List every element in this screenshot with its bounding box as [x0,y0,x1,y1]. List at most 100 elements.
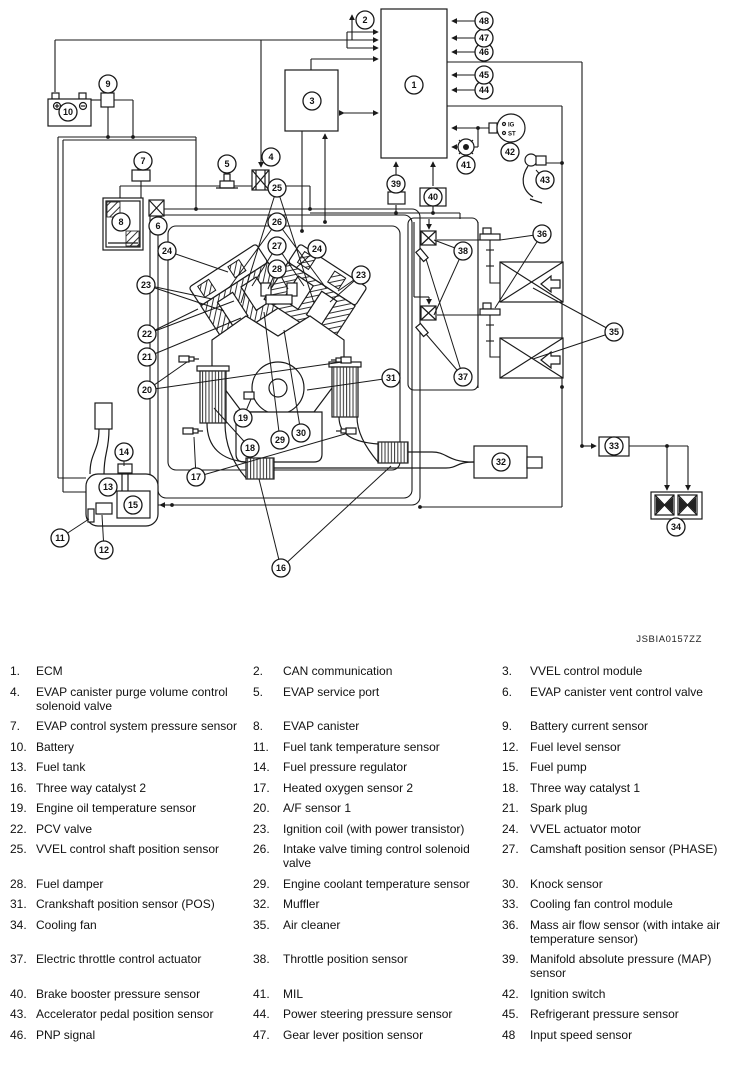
callout-24: 24 [157,241,177,261]
legend-item-number: 6. [502,684,513,699]
evap-purge-valve [251,169,270,191]
svg-text:36: 36 [537,229,547,239]
legend-item-label: Camshaft position sensor (PHASE) [530,842,718,856]
air-cleaner-1 [499,261,564,303]
svg-text:11: 11 [55,533,65,543]
engine-assembly [189,244,367,463]
legend-item-number: 12. [502,739,519,754]
callout-14: 14 [114,442,134,462]
legend-item-label: Ignition switch [530,986,606,1001]
legend-item-number: 38. [253,952,270,966]
heated-o2-sensor-2-left [182,427,203,435]
callout-21: 21 [137,347,157,367]
legend-item-label: Refrigerant pressure sensor [530,1007,679,1021]
svg-text:14: 14 [119,447,129,457]
legend-item-number: 2. [253,664,264,678]
legend-item-label: Fuel tank [36,760,86,774]
legend-item-label: Heated oxygen sensor 2 [283,780,414,795]
legend-item-number: 36. [502,917,519,932]
maf-sensor-2 [479,302,501,316]
throttle-actuator-1 [414,230,437,263]
legend-item-label: A/F sensor 1 [283,801,352,815]
svg-text:31: 31 [386,373,396,383]
legend-item-number: 4. [10,684,21,699]
legend-item-label: Mass air flow sensor (with intake air te… [530,917,721,946]
legend-item-label: Cooling fan [36,917,97,932]
svg-text:IG: IG [508,123,515,129]
callout-29: 29 [270,430,290,450]
fuel-pressure-regulator [117,463,133,491]
callout-47: 47 [474,28,494,48]
legend-item-number: 33. [502,897,519,911]
callout-30: 30 [291,423,311,443]
callout-layer: 1234567891011121314151617181920212223232… [50,10,686,578]
svg-text:24: 24 [312,244,322,254]
air-cleaner-2 [499,337,564,379]
svg-text:37: 37 [458,372,468,382]
svg-text:40: 40 [428,192,438,202]
legend-item-number: 29. [253,876,270,891]
legend-item-label: Fuel pump [530,760,587,774]
callout-4: 4 [261,147,281,167]
heated-o2-sensor-2-right [336,427,357,435]
svg-text:45: 45 [479,70,489,80]
svg-text:7: 7 [140,156,145,166]
legend-item-label: Power steering pressure sensor [283,1007,453,1021]
legend-item-number: 17. [253,780,270,795]
svg-text:23: 23 [141,280,151,290]
legend-item-number: 20. [253,801,270,815]
callout-27: 27 [267,236,287,256]
diagram-svg: IG ST [47,8,703,645]
legend-item-number: 10. [10,739,27,754]
callout-37: 37 [453,367,473,387]
exhaust-system [196,361,543,480]
legend-item-label: Engine oil temperature sensor [36,801,197,815]
svg-text:44: 44 [479,85,489,95]
callout-7: 7 [133,151,153,171]
legend-item-number: 8. [253,719,264,733]
figure-code: JSBIA0157ZZ [636,634,702,645]
callout-41: 41 [456,155,476,175]
legend-item-number: 48 [502,1027,516,1042]
svg-text:8: 8 [118,217,123,227]
callout-38: 38 [453,241,473,261]
callout-8: 8 [111,212,131,232]
svg-text:5: 5 [224,159,229,169]
legend-item-label: Engine coolant temperature sensor [283,876,470,891]
legend-item-number: 21. [502,801,519,815]
legend-item-label: Fuel damper [36,876,104,891]
svg-text:16: 16 [276,563,286,573]
legend-item-label: Fuel level sensor [530,739,621,754]
legend-item-label: Ignition coil (with power transistor) [283,821,465,836]
intake-arrow-icon [540,274,561,294]
svg-text:38: 38 [458,246,468,256]
legend-item-label: PNP signal [36,1027,96,1042]
legend-item-label: MIL [283,986,304,1001]
callout-31: 31 [381,368,401,388]
callout-10: 10 [58,102,78,122]
legend-item-number: 37. [10,952,27,966]
legend-item-number: 14. [253,760,270,774]
svg-text:15: 15 [128,500,138,510]
svg-text:6: 6 [155,221,160,231]
legend-item-number: 27. [502,842,519,856]
legend-item-number: 43. [10,1007,27,1021]
legend-item-label: Brake booster pressure sensor [36,986,201,1001]
accelerator-pedal-icon [522,153,547,204]
legend-item-label: Accelerator pedal position sensor [36,1007,214,1021]
callout-39: 39 [386,174,406,194]
callout-23: 23 [351,265,371,285]
callout-33: 33 [604,436,624,456]
callout-26: 26 [267,212,287,232]
legend-item-number: 19. [10,801,27,815]
callout-42: 42 [500,142,520,162]
legend-item-number: 26. [253,842,270,856]
legend-item-number: 39. [502,952,519,966]
legend-item-label: EVAP control system pressure sensor [36,719,237,733]
callout-16: 16 [271,558,291,578]
svg-text:20: 20 [142,385,152,395]
legend-item-number: 25. [10,842,27,856]
legend-item-label: Fuel tank temperature sensor [283,739,440,754]
svg-text:34: 34 [671,522,681,532]
cooling-fan [650,491,703,520]
